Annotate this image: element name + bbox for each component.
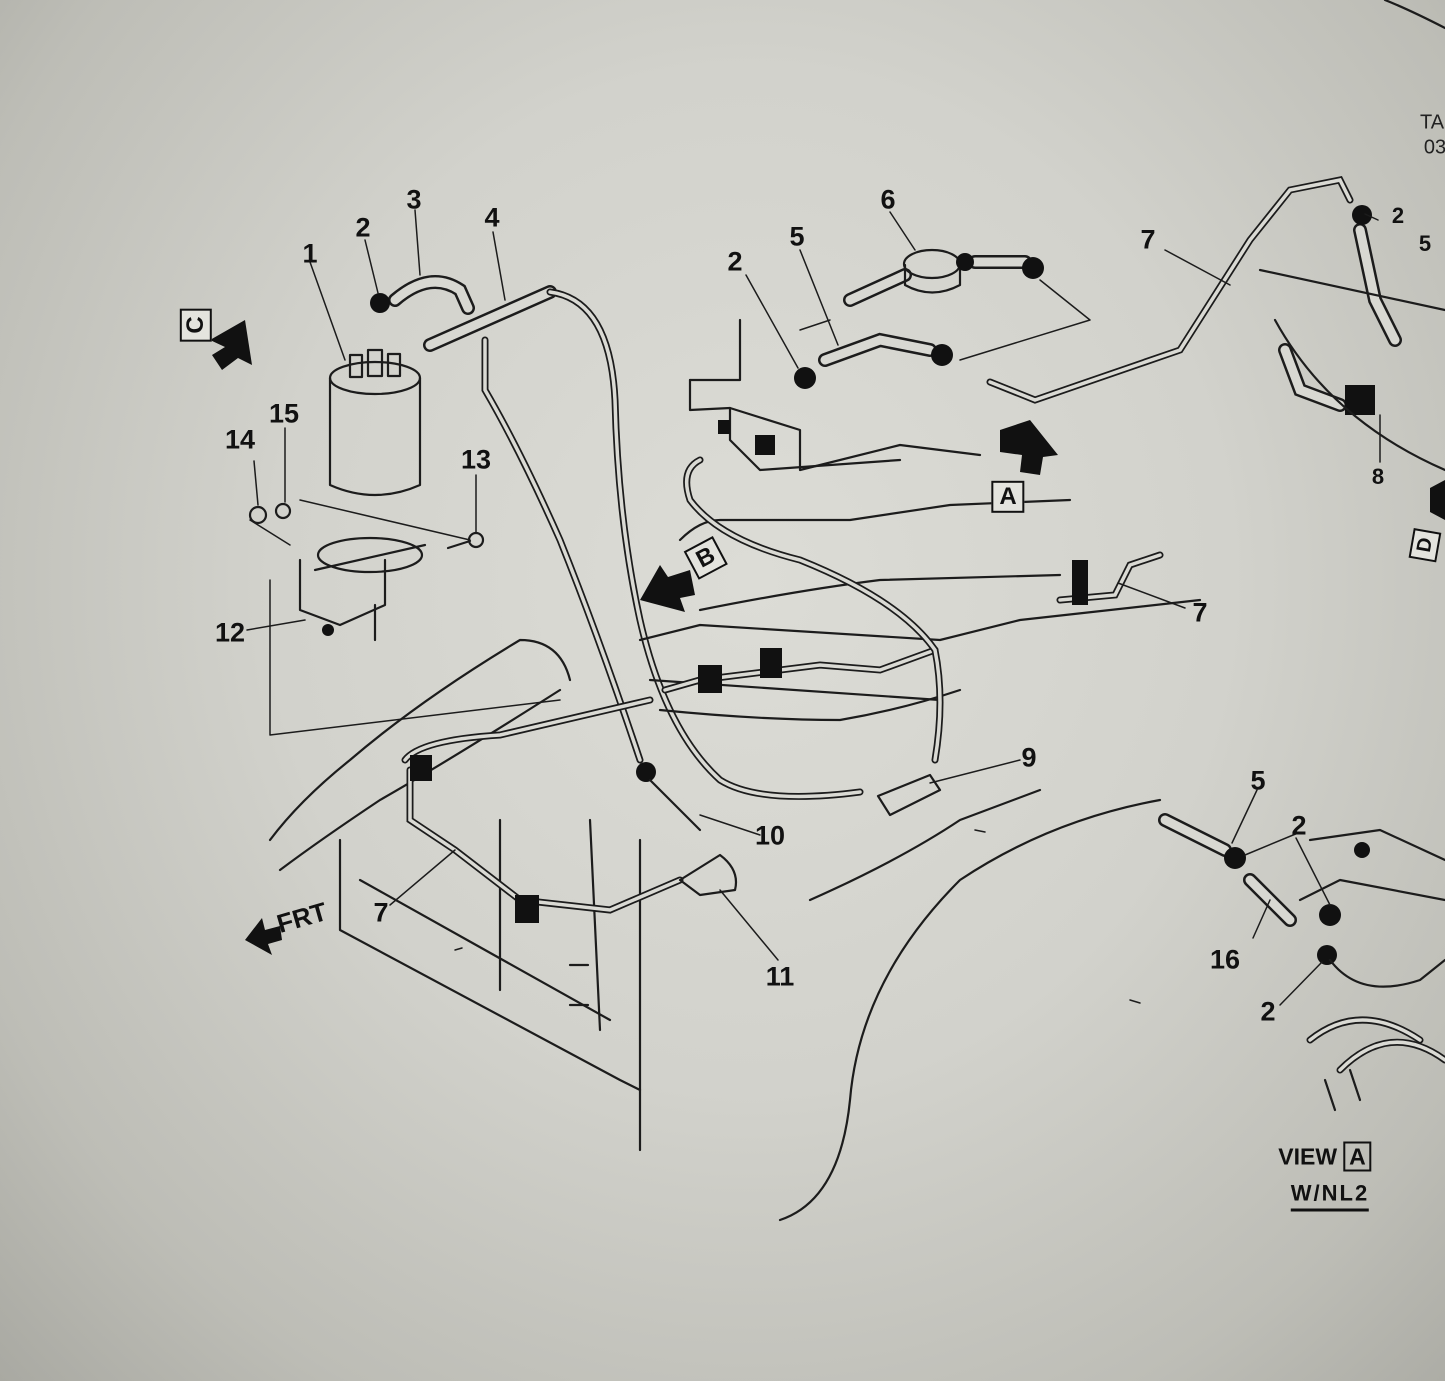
canister-group xyxy=(248,275,864,800)
view-ref-c: C xyxy=(179,308,213,342)
callout-2-right: 2 xyxy=(1391,203,1405,228)
leader-lines xyxy=(246,209,1381,1006)
callout-8: 8 xyxy=(1371,464,1385,489)
callout-7-lower: 7 xyxy=(373,897,389,928)
callout-4: 4 xyxy=(484,202,500,233)
view-arrow-icon xyxy=(210,320,1445,612)
callout-7-right: 7 xyxy=(1192,597,1208,628)
callout-15: 15 xyxy=(268,398,300,429)
detail-view-subtitle: W/NL2 xyxy=(1290,1181,1370,1212)
page-edge xyxy=(1383,0,1445,30)
corner-text-1: TA xyxy=(1419,111,1445,134)
view-ref-d: D xyxy=(1408,527,1442,563)
callout-11: 11 xyxy=(765,961,795,992)
callout-13: 13 xyxy=(460,444,492,475)
callout-12: 12 xyxy=(214,617,246,648)
callout-3: 3 xyxy=(406,184,422,215)
detail-view-word: VIEW xyxy=(1278,1143,1338,1170)
callout-5-detail: 5 xyxy=(1250,765,1266,796)
callout-9: 9 xyxy=(1021,742,1037,773)
vehicle-structure xyxy=(268,498,1202,1222)
callout-5-right: 5 xyxy=(1418,231,1432,256)
detail-view-ref: A xyxy=(1343,1141,1372,1172)
callout-2-upper: 2 xyxy=(727,246,743,277)
callout-6: 6 xyxy=(880,184,896,215)
callout-2-detail-lower: 2 xyxy=(1260,996,1276,1027)
corner-text-2: 03 xyxy=(1423,136,1445,159)
callout-1: 1 xyxy=(302,238,318,269)
vapor-line-group xyxy=(683,176,1445,764)
callout-16: 16 xyxy=(1209,944,1241,975)
view-ref-a: A xyxy=(991,480,1025,514)
callout-14: 14 xyxy=(224,424,256,455)
callout-2: 2 xyxy=(355,212,371,243)
front-arrow-icon xyxy=(245,918,282,955)
callout-2-detail: 2 xyxy=(1291,810,1307,841)
view-a-detail xyxy=(1158,813,1445,1112)
callout-7-upper: 7 xyxy=(1140,224,1156,255)
callout-10: 10 xyxy=(754,820,786,851)
callout-5: 5 xyxy=(789,221,805,252)
